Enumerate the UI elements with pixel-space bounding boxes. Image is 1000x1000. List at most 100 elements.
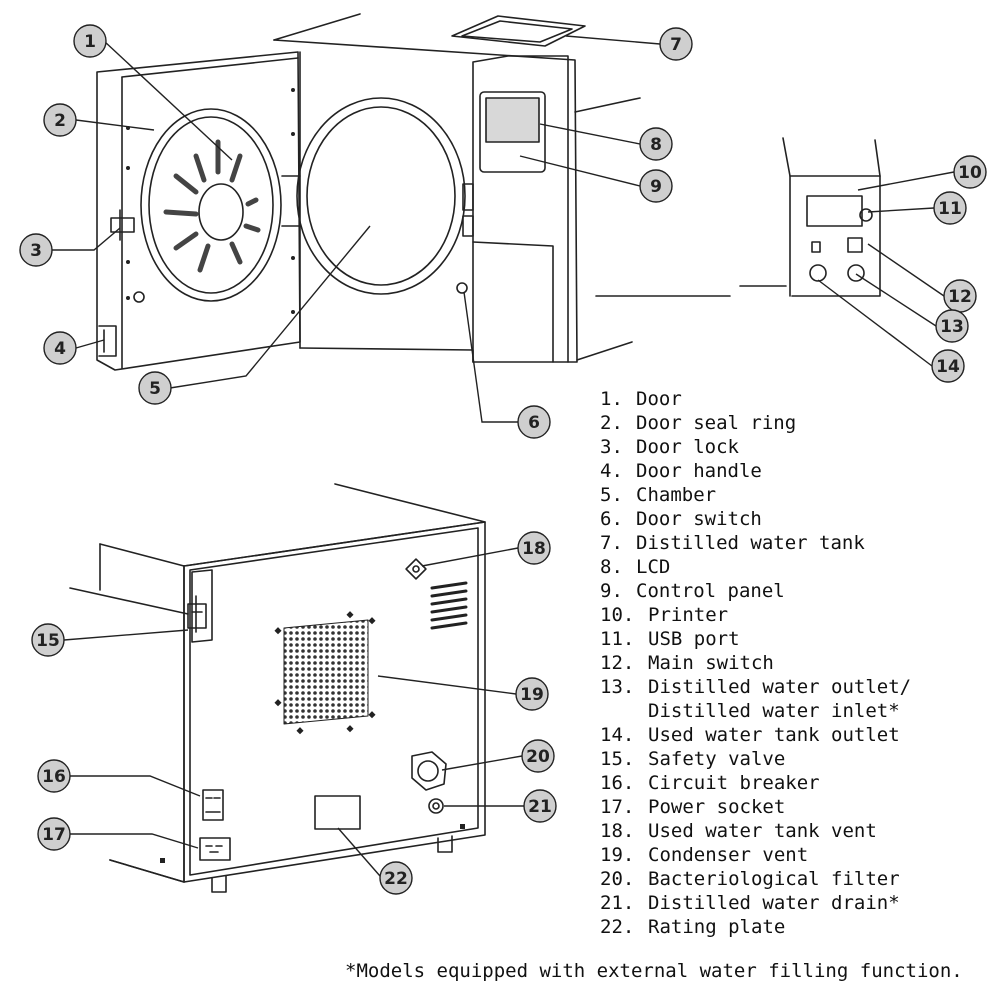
printer-window <box>806 195 863 227</box>
callout-22: 22 <box>379 861 413 895</box>
callout-label: 20 <box>526 747 550 767</box>
rear-top <box>99 483 486 567</box>
legend-item: 4.Door handle <box>600 459 911 483</box>
callout-label: 18 <box>522 539 546 559</box>
legend-item: 16.Circuit breaker <box>600 771 911 795</box>
door-hole <box>133 291 145 303</box>
legend-item-number: 3. <box>600 436 623 458</box>
legend-item: 14. Used water tank outlet <box>600 723 911 747</box>
drain-outer <box>428 798 444 814</box>
control-column <box>472 55 569 363</box>
callout-label: 14 <box>936 357 960 377</box>
legend-item-number: 7. <box>600 532 623 554</box>
panel-detail <box>595 137 881 297</box>
callout-1: 1 <box>73 24 107 58</box>
legend-item-number: 18. <box>600 820 635 842</box>
legend-item-label: Door <box>636 388 682 410</box>
condenser-screws <box>274 611 376 735</box>
legend-item-label: Rating plate <box>648 916 786 938</box>
legend-item-number: 19. <box>600 844 635 866</box>
power-socket-body <box>199 837 231 861</box>
legend-item-continuation: Distilled water inlet* <box>600 699 911 723</box>
rear-louvre <box>430 581 468 630</box>
used-water-vent-hole <box>412 565 420 573</box>
door-screws <box>126 88 295 314</box>
legend-item-label: Chamber <box>636 484 717 506</box>
legend-item: 19. Condenser vent <box>600 843 911 867</box>
legend-item-number: 22. <box>600 916 635 938</box>
callout-label: 21 <box>528 797 552 817</box>
door-hinge-pins <box>281 175 301 227</box>
safety-valve-bracket <box>191 569 213 643</box>
legend-item: 10.Printer <box>600 603 911 627</box>
legend-item-number: 4. <box>600 460 623 482</box>
legend-item: 13. Distilled water outlet/ <box>600 675 911 699</box>
legend-item-number: 16. <box>600 772 635 794</box>
callout-label: 15 <box>36 631 60 651</box>
callout-label: 22 <box>384 869 408 889</box>
front-body-top-edge <box>273 13 361 41</box>
callout-13: 13 <box>935 309 969 343</box>
legend-item-label: Door lock <box>636 436 739 458</box>
legend-item-label: Bacteriological filter <box>648 868 900 890</box>
legend-item-label: Distilled water outlet/ <box>648 676 912 698</box>
callout-14: 14 <box>931 349 965 383</box>
legend-item: 12. Main switch <box>600 651 911 675</box>
usb-port <box>811 241 821 253</box>
legend-item: 15.Safety valve <box>600 747 911 771</box>
legend-item-number: 5. <box>600 484 623 506</box>
legend-item: 2.Door seal ring <box>600 411 911 435</box>
circuit-breaker-toggles <box>205 797 221 813</box>
legend-item-label: Distilled water drain* <box>648 892 900 914</box>
power-socket-pins <box>205 845 223 853</box>
legend-item-label: Printer <box>648 604 729 626</box>
rear-screws <box>160 824 465 863</box>
door-panel-inner <box>121 57 299 78</box>
callout-label: 3 <box>30 241 42 261</box>
legend-item: 6.Door switch <box>600 507 911 531</box>
legend-item-number: 21. <box>600 892 635 914</box>
callout-17: 17 <box>37 817 71 851</box>
legend-item-number: 17. <box>600 796 635 818</box>
legend-item-number: 12. <box>600 652 635 674</box>
legend-item: 17.Power socket <box>600 795 911 819</box>
chamber-rim-inner <box>306 106 456 286</box>
callout-21: 21 <box>523 789 557 823</box>
main-switch-rect <box>847 237 863 253</box>
legend-item: 21. Distilled water drain* <box>600 891 911 915</box>
callout-label: 7 <box>670 35 682 55</box>
legend-item-number: 14. <box>600 724 635 746</box>
callout-8: 8 <box>639 127 673 161</box>
safety-valve-pipe <box>69 587 189 615</box>
legend-item-number: 1. <box>600 388 623 410</box>
door-panel <box>96 51 301 371</box>
legend-item: 1. Door <box>600 387 911 411</box>
legend-item-label: Condenser vent <box>648 844 809 866</box>
door-seal-outer <box>140 108 282 302</box>
door-center-hub <box>198 183 244 241</box>
legend-item-label: Used water tank outlet <box>648 724 900 746</box>
callout-label: 11 <box>938 199 962 219</box>
used-water-vent <box>405 558 427 580</box>
legend-item-label: Safety valve <box>648 748 786 770</box>
legend-item-label: Used water tank vent <box>648 820 877 842</box>
callout-label: 9 <box>650 177 662 197</box>
legend-item-label-cont: Distilled water inlet* <box>648 700 900 722</box>
front-body-bottom-edge <box>576 341 633 361</box>
callout-2: 2 <box>43 103 77 137</box>
legend-item-number: 20. <box>600 868 635 890</box>
legend-item-number: 13. <box>600 676 635 698</box>
callout-18: 18 <box>517 531 551 565</box>
callout-15: 15 <box>31 623 65 657</box>
legend-item-label: Main switch <box>648 652 774 674</box>
callout-12: 12 <box>943 279 977 313</box>
door-seal-inner <box>148 116 274 294</box>
water-tank-lid-inner <box>461 20 573 43</box>
callout-label: 1 <box>84 32 96 52</box>
legend-item-label: Door seal ring <box>636 412 797 434</box>
legend-item: 3. Door lock <box>600 435 911 459</box>
legend-item-label: LCD <box>636 556 671 578</box>
front-body-right-edge <box>574 97 641 113</box>
safety-valve <box>187 603 207 629</box>
